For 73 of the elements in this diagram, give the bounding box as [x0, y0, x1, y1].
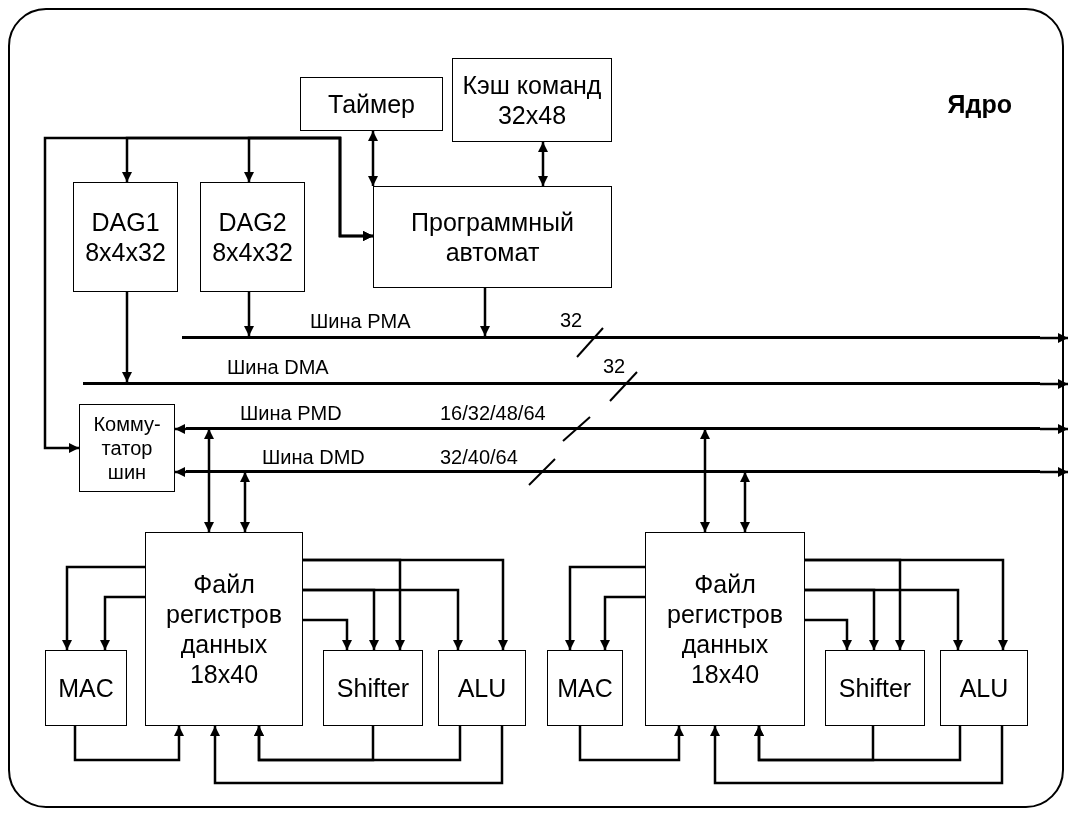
arrow: [805, 558, 1008, 650]
block-box: [373, 186, 612, 288]
arrow: [1040, 333, 1068, 343]
frame-label: Ядро: [947, 90, 1012, 119]
block-label: DAG2 8x4x32: [211, 207, 294, 267]
block-box: [45, 650, 127, 726]
arrow: [204, 429, 214, 532]
bus-line: [83, 382, 1040, 385]
bus-line: [186, 470, 1040, 473]
bus-label: Шина DMD: [262, 447, 365, 467]
block-label: ALU: [959, 673, 1009, 703]
block-label: DAG1 8x4x32: [84, 207, 167, 267]
arrow: [175, 424, 186, 434]
arrow: [244, 292, 254, 336]
block-box: [940, 650, 1028, 726]
arrow: [43, 136, 373, 453]
arrow: [303, 558, 508, 650]
arrow: [1040, 379, 1068, 389]
bus-width-label: 32: [560, 310, 583, 330]
block-box: [323, 650, 423, 726]
block-box: [547, 650, 623, 726]
bus-width-label: 32: [603, 356, 626, 376]
block-label: Shifter: [336, 673, 410, 703]
arrow: [754, 726, 962, 762]
arrow: [710, 726, 1004, 785]
arrow: [240, 472, 250, 532]
block-box: [645, 532, 805, 726]
arrow: [303, 618, 352, 650]
bus-line: [186, 427, 1040, 430]
bus-line: [182, 336, 1040, 339]
arrow: [538, 142, 548, 186]
block-label: ALU: [457, 673, 507, 703]
arrow: [578, 726, 684, 762]
arrow: [303, 588, 463, 650]
block-box: [300, 77, 443, 131]
arrow: [600, 595, 645, 650]
arrow: [700, 429, 710, 532]
arrow: [122, 292, 132, 382]
arrow: [740, 472, 750, 532]
block-box: [200, 182, 305, 292]
bus-label: Шина PMA: [310, 311, 411, 331]
bus-label: Шина DMA: [227, 357, 329, 377]
arrow: [254, 726, 462, 762]
block-label: Файл регистров данных 18x40: [666, 569, 784, 689]
block-label: Программный автомат: [410, 207, 575, 267]
arrow: [805, 588, 963, 650]
block-box: [452, 58, 612, 142]
arrow: [100, 595, 145, 650]
arrow: [62, 565, 145, 650]
block-box: [438, 650, 526, 726]
block-label: Таймер: [328, 89, 415, 119]
arrow: [1040, 467, 1068, 477]
bus-label: Шина PMD: [240, 403, 342, 423]
arrow: [175, 467, 186, 477]
block-box: [79, 404, 175, 492]
arrow: [73, 726, 184, 762]
arrow: [368, 131, 378, 186]
block-box: [145, 532, 303, 726]
block-label: MAC: [557, 673, 613, 703]
block-label: Файл регистров данных 18x40: [165, 569, 283, 689]
arrow: [210, 726, 504, 785]
arrow: [565, 565, 645, 650]
block-label: Комму-татор шин: [92, 412, 162, 484]
block-label: Shifter: [838, 673, 912, 703]
block-box: [73, 182, 178, 292]
block-label: MAC: [58, 673, 114, 703]
arrow: [480, 288, 490, 336]
arrow: [1040, 424, 1068, 434]
bus-width-label: 16/32/48/64: [440, 403, 546, 423]
block-label: Кэш команд 32x48: [461, 70, 603, 130]
bus-width-label: 32/40/64: [440, 447, 518, 467]
block-box: [825, 650, 925, 726]
arrow: [805, 618, 852, 650]
